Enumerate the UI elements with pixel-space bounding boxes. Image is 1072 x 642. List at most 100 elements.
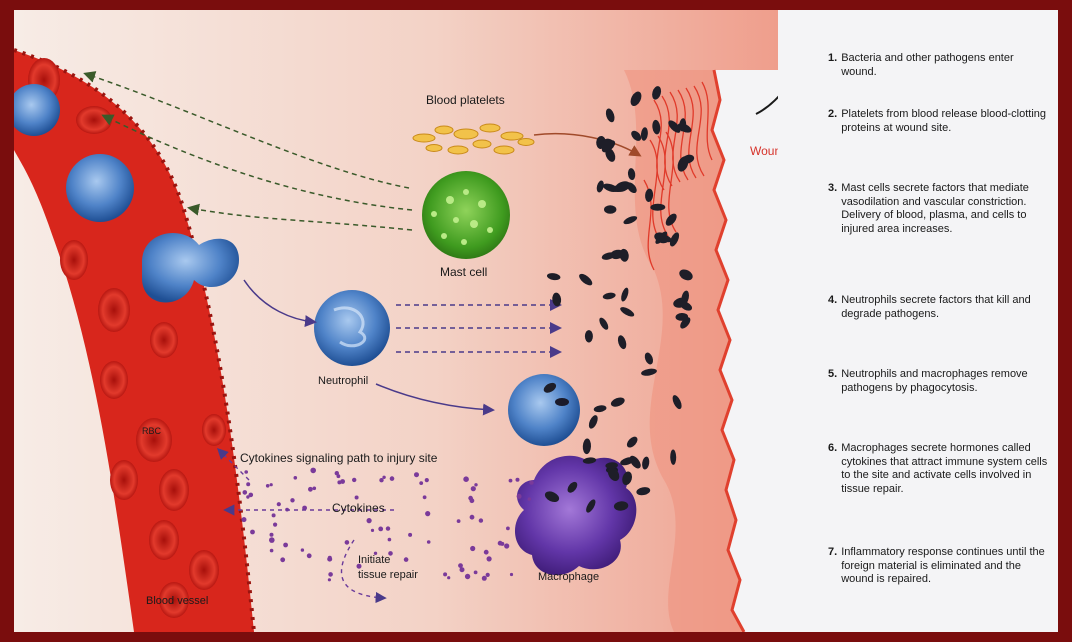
cytokine-dot	[504, 543, 509, 548]
cytokine-dot	[447, 576, 450, 579]
pathogen	[604, 205, 616, 214]
cytokine-dot	[388, 538, 392, 542]
step-4: 4. Neutrophils secrete factors that kill…	[828, 294, 1048, 321]
neutrophil-cell	[314, 290, 390, 366]
cytokine-dot	[269, 537, 275, 543]
cytokine-dot	[250, 530, 255, 535]
label-cytokines-signaling: Cytokines signaling path to injury site	[240, 451, 438, 465]
cytokine-dot	[470, 498, 475, 503]
label-tissue-repair: tissue repair	[358, 569, 418, 581]
cytokine-dot	[471, 486, 476, 491]
cytokine-dot	[474, 483, 477, 486]
cytokine-dot	[301, 548, 304, 551]
steps-panel: 1. Bacteria and other pathogens enter wo…	[778, 10, 1058, 632]
cytokine-dot	[510, 573, 513, 576]
step-text: Platelets from blood release blood-clott…	[841, 108, 1048, 135]
step-number: 1.	[828, 52, 837, 79]
pathogen	[585, 330, 593, 342]
cytokine-dot	[244, 470, 248, 474]
step-1: 1. Bacteria and other pathogens enter wo…	[828, 52, 1048, 79]
cytokine-dot	[328, 578, 331, 581]
label-rbc: RBC	[142, 426, 162, 436]
diagram-frame: Blood platelets Mast cell Neutrophil Wou…	[14, 10, 1058, 632]
step-text: Inflammatory response continues until th…	[841, 546, 1048, 587]
cytokine-dot	[425, 511, 430, 516]
cytokine-dot	[367, 518, 372, 523]
step-number: 7.	[828, 546, 837, 587]
cytokine-dot	[270, 483, 273, 486]
cytokine-dot	[335, 471, 339, 475]
cytokine-dot	[484, 550, 489, 555]
cytokine-dot	[528, 497, 531, 500]
cytokine-dot	[460, 567, 465, 572]
step-number: 4.	[828, 294, 837, 321]
cytokine-dot	[273, 523, 277, 527]
phagocytic-neutrophil	[508, 374, 580, 446]
label-macrophage: Macrophage	[538, 571, 599, 583]
cytokine-dot	[290, 498, 294, 502]
cytokine-dot	[408, 533, 412, 537]
cytokine-dot	[463, 476, 469, 482]
cytokine-dot	[423, 495, 427, 499]
cytokine-dot	[470, 546, 475, 551]
cytokine-dot	[486, 573, 490, 577]
step-2: 2. Platelets from blood release blood-cl…	[828, 108, 1048, 135]
step-text: Neutrophils secrete factors that kill an…	[841, 294, 1048, 321]
step-text: Macrophages secrete hormones called cyto…	[841, 442, 1048, 496]
cytokine-dot	[270, 549, 274, 553]
mast-cell	[422, 171, 510, 259]
step-number: 2.	[828, 108, 837, 135]
cytokine-dot	[272, 513, 276, 517]
cytokine-dot	[443, 572, 447, 576]
cytokine-dot	[308, 487, 313, 492]
cytokine-dot	[313, 487, 317, 491]
cytokine-dot	[386, 526, 390, 530]
cytokine-dot	[327, 557, 332, 562]
cytokine-dot	[270, 533, 274, 537]
cytokine-dot	[482, 576, 487, 581]
cytokine-dot	[404, 557, 409, 562]
cytokine-dot	[266, 484, 270, 488]
cytokine-dot	[310, 468, 316, 474]
label-cytokines: Cytokines	[332, 501, 385, 515]
label-neutrophil: Neutrophil	[318, 375, 368, 387]
cytokine-dot	[529, 480, 533, 484]
cytokine-dot	[487, 556, 492, 561]
cytokine-dot	[516, 478, 520, 482]
step-text: Mast cells secrete factors that mediate …	[841, 182, 1048, 236]
cytokine-dot	[345, 540, 350, 545]
step-3: 3. Mast cells secrete factors that media…	[828, 182, 1048, 236]
step-7: 7. Inflammatory response continues until…	[828, 546, 1048, 587]
cytokine-dot	[294, 476, 298, 480]
cytokine-dot	[280, 557, 285, 562]
cytokine-dot	[457, 519, 461, 523]
cytokine-dot	[379, 478, 383, 482]
label-mast-cell: Mast cell	[440, 265, 487, 279]
label-initiate: Initiate	[358, 554, 390, 566]
step-text: Neutrophils and macrophages remove patho…	[841, 368, 1048, 395]
cytokine-dot	[498, 541, 503, 546]
cytokine-dot	[517, 494, 522, 499]
cytokine-dot	[509, 479, 513, 483]
cytokine-dot	[425, 478, 429, 482]
label-blood-platelets: Blood platelets	[426, 93, 505, 107]
cytokine-dot	[246, 482, 250, 486]
label-blood-vessel: Blood vessel	[146, 595, 208, 607]
step-number: 3.	[828, 182, 837, 236]
cytokine-dot	[465, 574, 470, 579]
cytokine-dot	[242, 517, 247, 522]
cytokine-dot	[506, 527, 510, 531]
cytokine-dot	[382, 476, 385, 479]
cytokine-dot	[470, 515, 475, 520]
cytokine-dot	[419, 481, 423, 485]
cytokine-dot	[352, 478, 356, 482]
cytokine-dot	[414, 472, 419, 477]
cytokine-dot	[340, 479, 345, 484]
cytokine-dot	[390, 476, 395, 481]
step-6: 6. Macrophages secrete hormones called c…	[828, 442, 1048, 496]
cytokine-dot	[249, 493, 254, 498]
cytokine-dot	[355, 496, 359, 500]
cytokine-dot	[479, 518, 483, 522]
step-text: Bacteria and other pathogens enter wound…	[841, 52, 1048, 79]
cytokine-dot	[307, 553, 312, 558]
